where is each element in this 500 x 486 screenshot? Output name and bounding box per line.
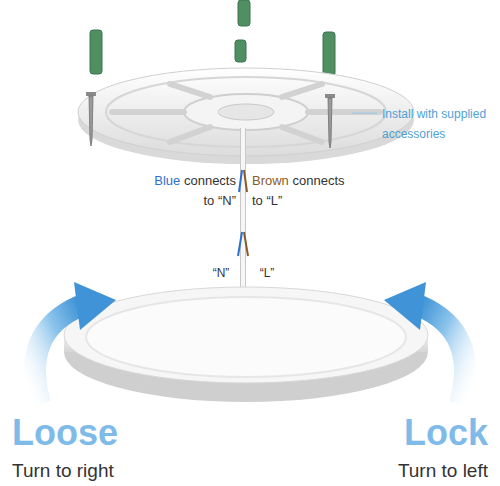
action-note: Turn to left xyxy=(318,459,488,483)
action-title: Lock xyxy=(318,410,488,455)
action-title: Loose xyxy=(12,410,172,455)
label-group: Blue connects to “N” xyxy=(144,170,236,210)
wall-anchor xyxy=(90,0,335,76)
label-group: LooseTurn to right xyxy=(12,410,172,483)
terminal-name: “L” xyxy=(260,266,275,280)
label-group: Install with supplied accessories xyxy=(382,103,496,143)
terminal-name: “N” xyxy=(213,266,230,280)
wire-ends xyxy=(238,170,248,256)
wire-note: connects to “N” xyxy=(184,173,236,208)
label-group: “N” xyxy=(206,262,236,282)
power-cable xyxy=(243,128,244,300)
wire-color: Brown xyxy=(252,173,289,188)
action-note: Turn to right xyxy=(12,459,172,483)
rotate-arrow xyxy=(35,282,465,404)
led-panel xyxy=(64,287,428,402)
label-group: Brownconnects to “L” xyxy=(252,170,348,210)
leader-line xyxy=(352,113,377,114)
install-note: Install with supplied accessories xyxy=(382,107,486,141)
screw xyxy=(86,92,335,148)
label-group: LockTurn to left xyxy=(318,410,488,483)
wire-color: Blue xyxy=(154,173,180,188)
label-group: “L” xyxy=(252,262,282,282)
